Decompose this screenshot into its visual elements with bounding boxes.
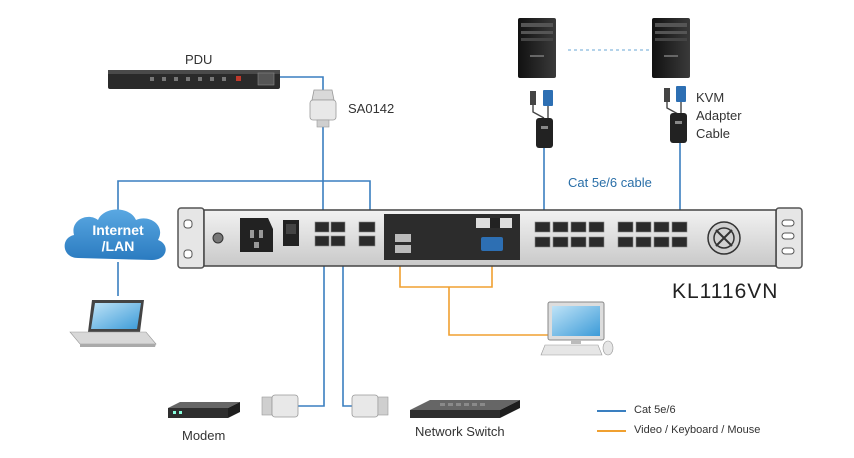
kvm-adapter-label-line1: KVM <box>696 90 725 105</box>
legend-label-cat: Cat 5e/6 <box>634 404 676 416</box>
kvm-adapter-label-line3: Cable <box>696 126 730 141</box>
kvm-switch-unit <box>177 207 803 269</box>
internet-label-line2: /LAN <box>101 238 135 254</box>
modem-label: Modem <box>182 428 226 443</box>
switch-adapter <box>351 394 389 418</box>
cat-cable-label: Cat 5e/6 cable <box>568 175 652 190</box>
cable-lan <box>117 180 371 222</box>
internet-label: Internet /LAN <box>86 222 150 254</box>
network-switch-device <box>410 400 520 418</box>
cable-pdu <box>276 76 324 91</box>
internet-label-line1: Internet <box>92 222 144 238</box>
pdu-label: PDU <box>185 52 213 67</box>
sa0142-adapter <box>309 89 337 128</box>
kvm-adapter-label: KVM Adapter Cable <box>696 89 742 143</box>
kvm-adapter-label-line2: Adapter <box>696 108 742 123</box>
cable-switch <box>342 248 352 407</box>
sa0142-label: SA0142 <box>348 101 395 116</box>
modem-adapter <box>261 394 299 418</box>
cable-modem <box>298 248 325 407</box>
laptop-icon <box>69 300 157 347</box>
internet-cloud-icon <box>64 209 166 260</box>
pdu-device <box>108 70 280 89</box>
server-1 <box>518 18 556 78</box>
vkm-cable <box>399 258 548 336</box>
kvm-adapter-2 <box>664 86 687 143</box>
console-workstation-icon <box>540 301 614 356</box>
kvm-adapter-1 <box>530 90 553 148</box>
model-label: KL1116VN <box>672 280 779 303</box>
fan-icon <box>707 221 741 255</box>
modem-device <box>168 402 240 418</box>
server-2 <box>652 18 690 78</box>
network-switch-label: Network Switch <box>415 424 505 439</box>
cat-cables <box>117 76 681 407</box>
legend-label-vkm: Video / Keyboard / Mouse <box>634 424 761 436</box>
legend <box>597 410 626 432</box>
